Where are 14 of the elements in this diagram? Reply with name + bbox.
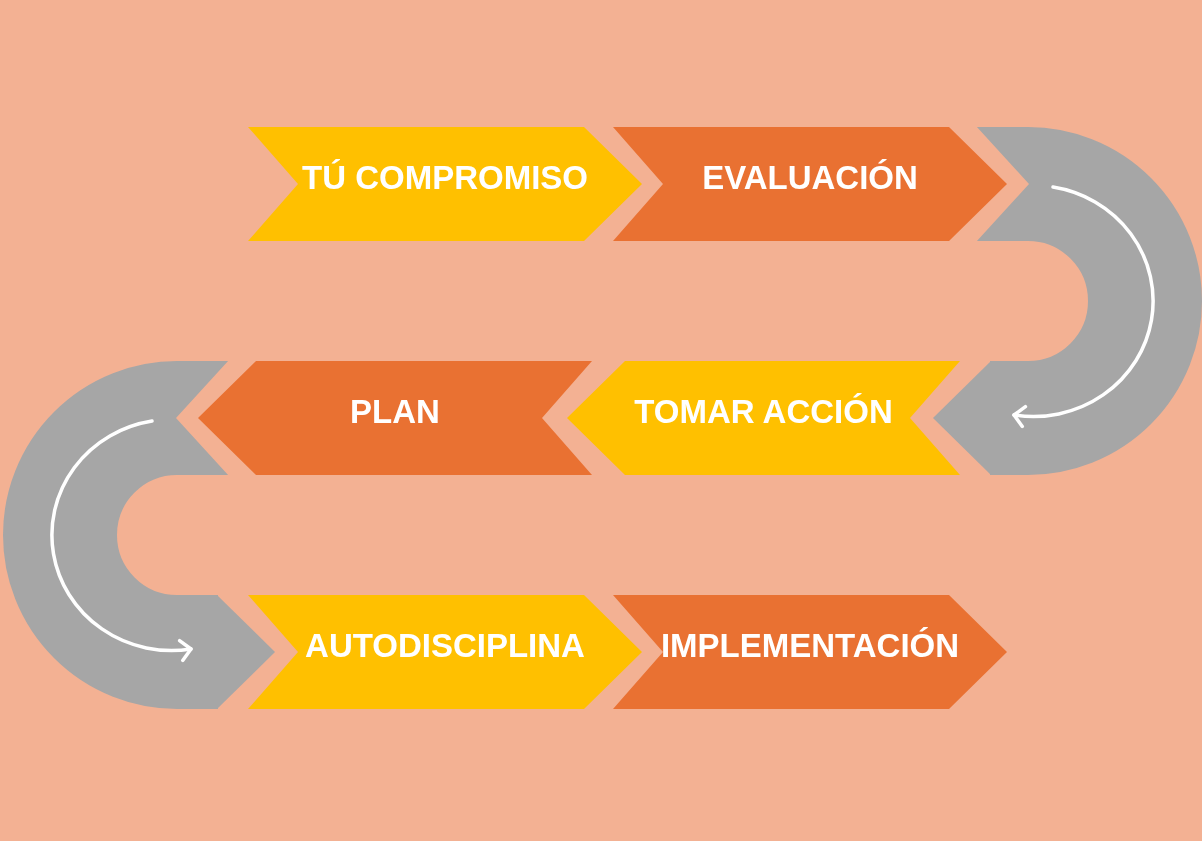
step-chevron bbox=[613, 595, 1007, 709]
step-label: IMPLEMENTACIÓN bbox=[660, 627, 960, 665]
u-turn-arrow bbox=[933, 127, 1202, 475]
step-chevron bbox=[613, 127, 1007, 241]
step-chevron bbox=[248, 127, 642, 241]
step-chevron bbox=[198, 361, 592, 475]
step-label: TOMAR ACCIÓN bbox=[634, 393, 893, 431]
step-label: PLAN bbox=[350, 393, 440, 431]
u-turn-arrow bbox=[3, 361, 275, 709]
step-label: EVALUACIÓN bbox=[702, 159, 918, 197]
step-chevron bbox=[248, 595, 642, 709]
step-label: TÚ COMPROMISO bbox=[302, 159, 588, 197]
step-chevron bbox=[567, 361, 960, 475]
step-label: AUTODISCIPLINA bbox=[305, 627, 585, 665]
